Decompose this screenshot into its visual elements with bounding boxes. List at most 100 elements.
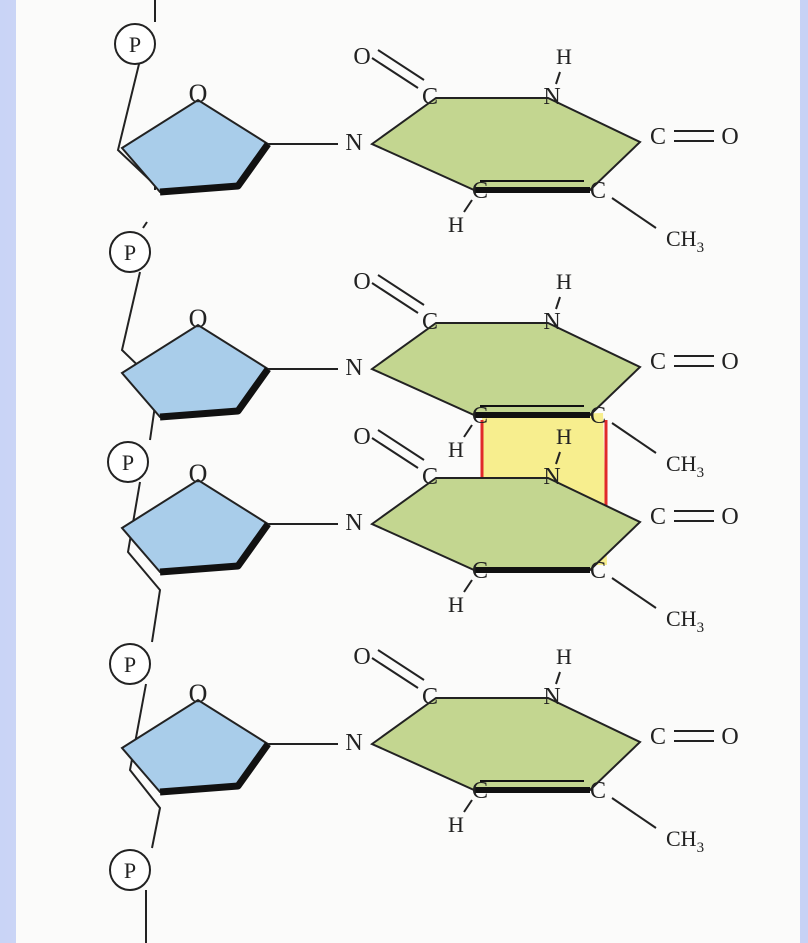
phosphate-group: P xyxy=(109,849,151,891)
c6-h-bond xyxy=(463,799,473,813)
methyl-bond xyxy=(611,197,657,229)
carbon-5-label: C xyxy=(590,178,606,204)
nitrogen-1-label: N xyxy=(345,730,362,756)
phosphate-circle xyxy=(109,231,151,273)
phosphate-group: P xyxy=(107,441,149,483)
n3-h-bond xyxy=(555,671,561,685)
carbon-4-label: C xyxy=(650,504,666,530)
phosphate-group: P xyxy=(114,23,156,65)
ring-oxygen-label: O xyxy=(189,679,208,708)
carbonyl-oxygen-left: O xyxy=(353,269,370,295)
carbonyl-oxygen-left: O xyxy=(353,44,370,70)
methyl-subscript: 3 xyxy=(697,840,705,856)
sugar-front-edge xyxy=(159,741,271,796)
backbone-segment xyxy=(142,221,148,229)
carbonyl-bond-left xyxy=(377,274,425,306)
backbone-segment xyxy=(128,683,162,849)
carbon-6-label: C xyxy=(472,778,488,804)
methyl-label: CH3 xyxy=(666,826,704,856)
methyl-bond xyxy=(611,422,657,454)
hydrogen-n3-label: H xyxy=(556,424,572,449)
hydrogen-c6-label: H xyxy=(448,812,464,837)
carbon-6-label: C xyxy=(472,403,488,429)
carbonyl-oxygen-right: O xyxy=(721,724,738,750)
methyl-subscript: 3 xyxy=(697,465,705,481)
hydrogen-n3-label: H xyxy=(556,644,572,669)
nitrogen-3-label: N xyxy=(543,84,560,110)
base-ring xyxy=(370,697,642,791)
n3-h-bond xyxy=(555,451,561,465)
nitrogen-3-label: N xyxy=(543,684,560,710)
carbon-2-label: C xyxy=(422,464,438,490)
hydrogen-c6-label: H xyxy=(448,437,464,462)
hydrogen-n3-label: H xyxy=(556,44,572,69)
carbonyl-bond-left xyxy=(371,57,419,89)
carbon-5-label: C xyxy=(590,778,606,804)
base-ring xyxy=(370,322,642,416)
nitrogen-1-label: N xyxy=(345,355,362,381)
hydrogen-c6-label: H xyxy=(448,212,464,237)
phosphate-label: P xyxy=(129,32,141,57)
phosphate-circle xyxy=(114,23,156,65)
backbone-segment xyxy=(126,481,162,643)
carbon-4-label: C xyxy=(650,724,666,750)
carbon-4-label: C xyxy=(650,124,666,150)
sugar-front-edge xyxy=(159,366,271,421)
n3-h-bond xyxy=(555,296,561,310)
carbonyl-bond-left xyxy=(377,49,425,81)
phosphate-group: P xyxy=(109,231,151,273)
sugar-phosphate-backbone xyxy=(116,0,162,943)
carbon-4-label: C xyxy=(650,349,666,375)
c6-h-bond xyxy=(463,199,473,213)
c6-h-bond xyxy=(463,579,473,593)
sugar-front-edge xyxy=(159,521,271,576)
ring-oxygen-label: O xyxy=(189,304,208,333)
nitrogen-1-label: N xyxy=(345,130,362,156)
phosphate-circle xyxy=(107,441,149,483)
methyl-subscript: 3 xyxy=(697,240,705,256)
nitrogen-3-label: N xyxy=(543,464,560,490)
carbonyl-oxygen-right: O xyxy=(721,504,738,530)
methyl-bond xyxy=(611,797,657,829)
c6-h-bond xyxy=(463,424,473,438)
phosphate-label: P xyxy=(122,450,134,475)
nitrogen-1-label: N xyxy=(345,510,362,536)
methyl-bond xyxy=(611,577,657,609)
carbon-2-label: C xyxy=(422,684,438,710)
ring-oxygen-label: O xyxy=(189,79,208,108)
methyl-subscript: 3 xyxy=(697,620,705,636)
carbonyl-bond-left xyxy=(371,282,419,314)
carbonyl-bond-left xyxy=(377,429,425,461)
hydrogen-n3-label: H xyxy=(556,269,572,294)
methyl-label: CH3 xyxy=(666,226,704,256)
phosphate-label: P xyxy=(124,858,136,883)
methyl-label: CH3 xyxy=(666,451,704,481)
n3-h-bond xyxy=(555,71,561,85)
phosphate-circle xyxy=(109,849,151,891)
carbon-5-label: C xyxy=(590,403,606,429)
ring-oxygen-label: O xyxy=(189,459,208,488)
carbonyl-oxygen-left: O xyxy=(353,424,370,450)
phosphate-label: P xyxy=(124,652,136,677)
methyl-label: CH3 xyxy=(666,606,704,636)
sugar-front-edge xyxy=(159,141,271,196)
phosphate-group: P xyxy=(109,643,151,685)
carbon-2-label: C xyxy=(422,84,438,110)
nitrogen-3-label: N xyxy=(543,309,560,335)
carbonyl-bond-left xyxy=(371,657,419,689)
carbon-6-label: C xyxy=(472,178,488,204)
phosphate-label: P xyxy=(124,240,136,265)
carbonyl-bond-left xyxy=(377,649,425,681)
carbonyl-oxygen-right: O xyxy=(721,349,738,375)
hydrogen-c6-label: H xyxy=(448,592,464,617)
carbon-2-label: C xyxy=(422,309,438,335)
carbon-5-label: C xyxy=(590,558,606,584)
base-ring xyxy=(370,97,642,191)
